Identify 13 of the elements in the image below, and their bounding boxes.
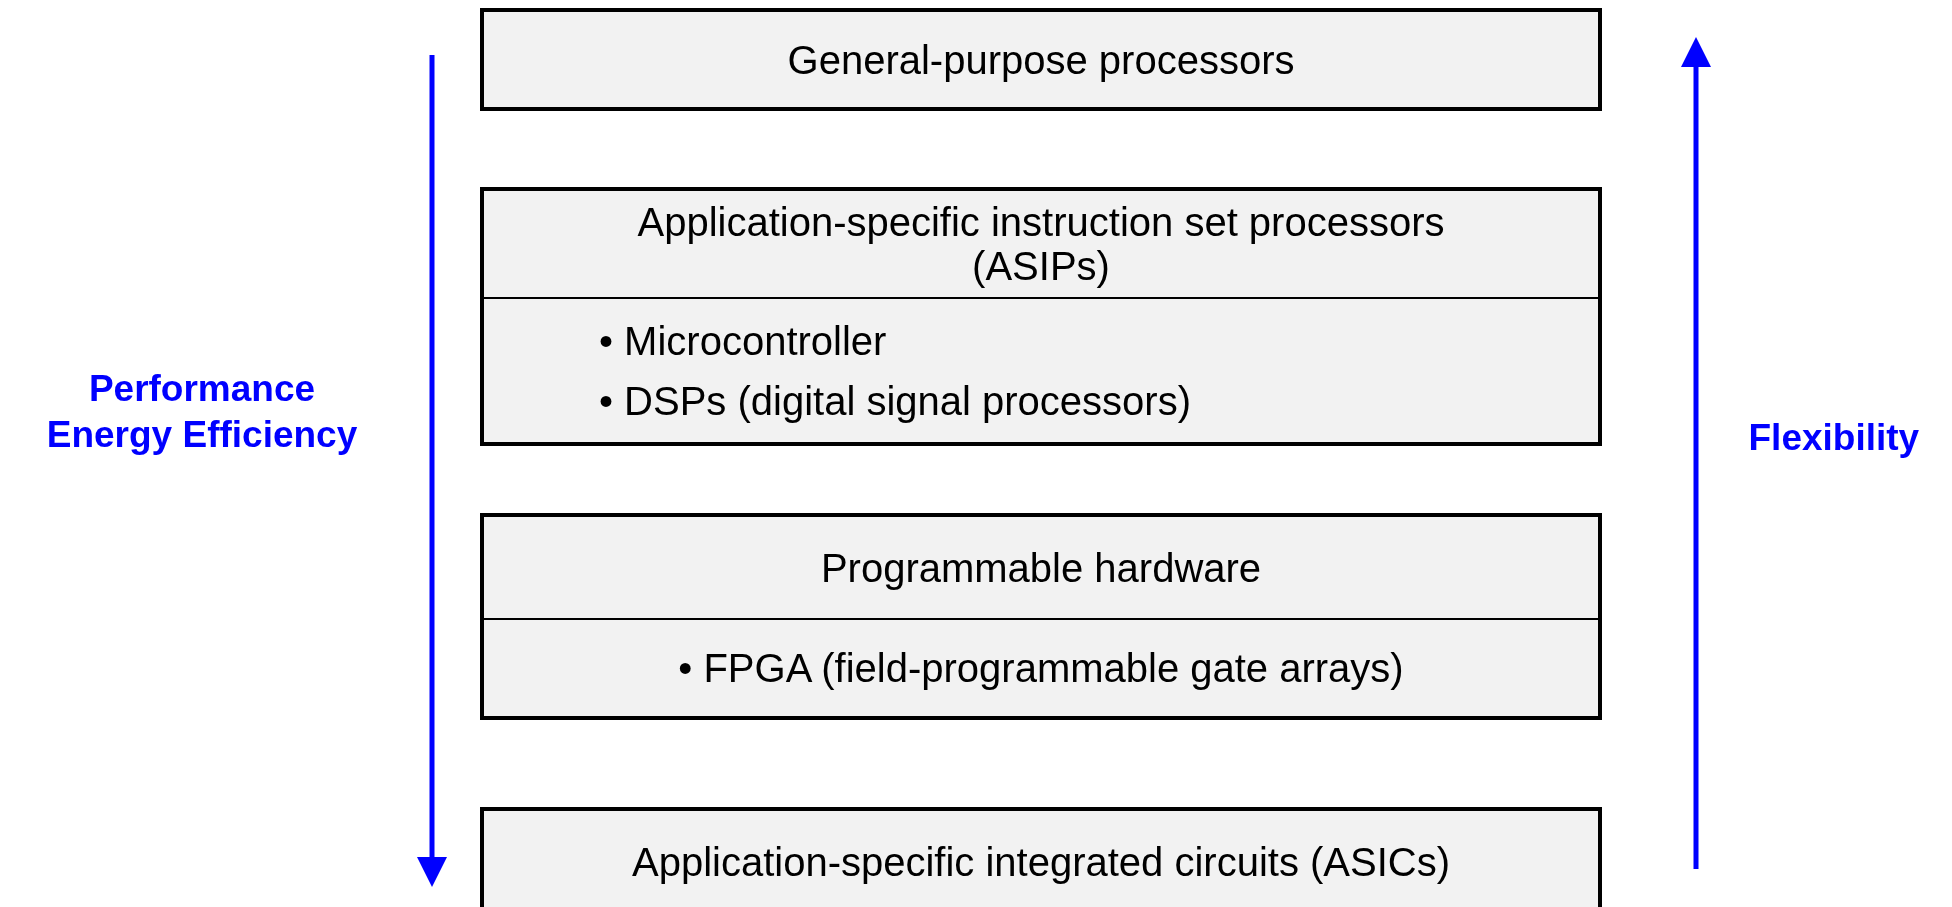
category-box bbox=[480, 187, 1602, 446]
category-box bbox=[480, 8, 1602, 111]
box-heading: Programmable hardware bbox=[820, 545, 1262, 590]
category-box bbox=[480, 807, 1602, 907]
axis-label: Flexibility bbox=[1748, 416, 1920, 460]
category-box bbox=[480, 513, 1602, 720]
box-heading: Application-specific instruction set processors (ASIPs) bbox=[636, 200, 1446, 288]
bullet-item: • Microcontroller bbox=[599, 317, 888, 365]
box-heading: General-purpose processors bbox=[787, 37, 1295, 82]
bullet-item: • FPGA (field-programmable gate arrays) bbox=[678, 645, 1404, 692]
bullet-item: • DSPs (digital signal processors) bbox=[599, 377, 1192, 425]
box-heading: Application-specific integrated circuits (ASICs) bbox=[631, 840, 1451, 884]
axis-label: Performance Energy Efficiency bbox=[45, 367, 359, 457]
